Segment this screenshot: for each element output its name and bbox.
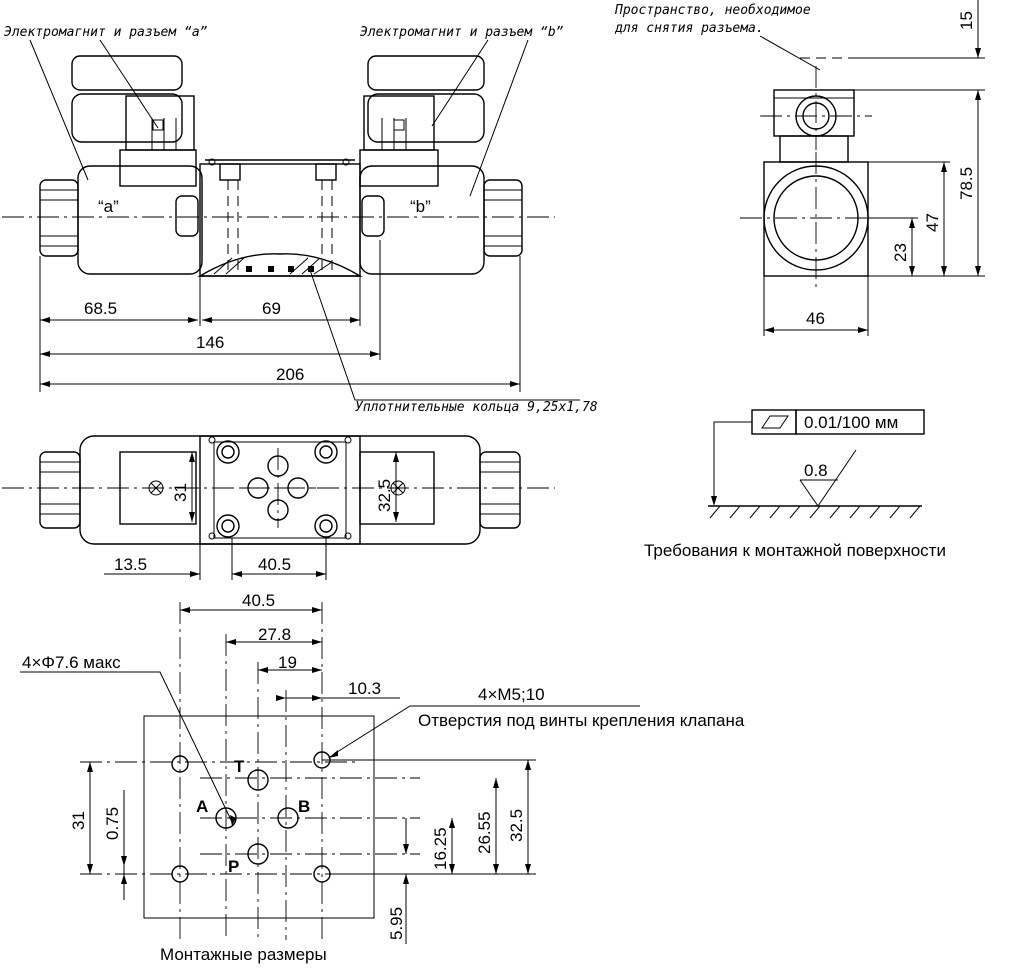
- dim-31: 31: [69, 811, 88, 830]
- side-view: Пространство, необходимое для снятия раз…: [614, 0, 985, 336]
- solenoid-b-label: Электромагнит и разъем “b”: [360, 25, 564, 40]
- tag-b: “b”: [410, 197, 431, 216]
- space-note-line1: Пространство, необходимое: [614, 3, 811, 18]
- dim-5-95: 5.95: [387, 907, 406, 940]
- dim-40-5-mid: 40.5: [258, 555, 291, 574]
- space-note-line2: для снятия разъема.: [614, 21, 764, 36]
- dim-68-5: 68.5: [84, 299, 117, 318]
- dim-23: 23: [891, 243, 910, 262]
- port-b-label: B: [298, 797, 310, 816]
- dim-146: 146: [196, 333, 224, 352]
- dim-46: 46: [806, 309, 825, 328]
- dim-0-75: 0.75: [103, 807, 122, 840]
- solenoid-a-label: Электромагнит и разъем “a”: [4, 25, 208, 40]
- flatness-value: 0.01/100 мм: [804, 413, 898, 432]
- port-p-label: P: [228, 857, 239, 876]
- top-view: 31 32.5 13.5 40.5: [2, 435, 555, 580]
- holes-max-label: 4×Φ7.6 макс: [22, 653, 121, 672]
- screw-holes-label: Отверстия под винты крепления клапана: [418, 711, 745, 730]
- surface-req-label: Требования к монтажной поверхности: [644, 541, 946, 560]
- roughness-value: 0.8: [804, 461, 828, 480]
- dim-15: 15: [957, 11, 976, 30]
- front-view: Электромагнит и разъем “a” Электромагнит…: [2, 25, 598, 415]
- dim-40-5: 40.5: [242, 591, 275, 610]
- mount-title: Монтажные размеры: [160, 945, 327, 964]
- dim-69: 69: [262, 299, 281, 318]
- dim-31-top: 31: [171, 483, 190, 502]
- surface-requirements: 0.01/100 мм 0.8 Требования к монтажной п…: [644, 409, 946, 560]
- dim-32-5: 32.5: [507, 809, 526, 842]
- dim-19: 19: [278, 653, 297, 672]
- dim-16-25: 16.25: [431, 827, 450, 870]
- dim-13-5: 13.5: [114, 555, 147, 574]
- dim-78-5: 78.5: [957, 167, 976, 200]
- mounting-pattern: 40.5 27.8 19 10.3 4×Φ7.6 макс 4×M5;10 От…: [20, 591, 745, 964]
- screws-label: 4×M5;10: [478, 685, 545, 704]
- dim-206: 206: [276, 365, 304, 384]
- dim-10-3: 10.3: [348, 679, 381, 698]
- dim-26-55: 26.55: [475, 811, 494, 854]
- port-t-label: T: [234, 757, 245, 776]
- dim-27-8: 27.8: [258, 625, 291, 644]
- dim-32-5-top: 32.5: [375, 479, 394, 512]
- port-a-label: A: [196, 797, 208, 816]
- dim-47: 47: [923, 213, 942, 232]
- tag-a: “a”: [98, 197, 119, 216]
- seal-rings-label: Уплотнительные кольца 9,25х1,78: [355, 400, 598, 415]
